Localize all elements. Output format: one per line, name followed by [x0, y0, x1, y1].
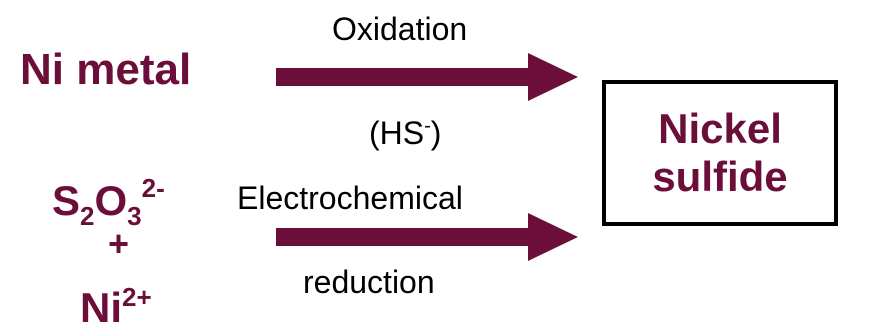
electrochemical-label: Electrochemical [237, 180, 463, 216]
product-line-2: sulfide [652, 153, 788, 200]
product-label: Nickel sulfide [606, 84, 834, 222]
oxidation-arrowhead [528, 53, 578, 101]
oxidation-label: Oxidation [332, 11, 468, 47]
hs-open: (HS [369, 115, 425, 151]
reduction-arrow [276, 213, 578, 261]
nickel-ion-formula: Ni2+ [80, 270, 152, 335]
reduction-arrowhead [528, 213, 578, 261]
hs-close: ) [430, 115, 442, 151]
sulfur-subscript: 2 [80, 201, 95, 231]
reduction-arrow-shaft [276, 228, 534, 246]
reduction-label: reduction [303, 264, 435, 300]
oxidation-arrow [276, 53, 578, 101]
oxygen-subscript: 3 [127, 201, 142, 231]
ni-metal-label: Ni metal [20, 45, 192, 94]
nickel-symbol: Ni [80, 284, 122, 331]
product-line-1: Nickel [658, 105, 782, 152]
product-box: Nickel sulfide [602, 80, 838, 226]
oxygen-symbol: O [94, 177, 128, 224]
sulfur-symbol: S [52, 177, 81, 224]
nickel-ion-charge: 2+ [122, 282, 152, 312]
thiosulfate-charge: 2- [141, 173, 165, 203]
thiosulfate-formula: S2O32- [52, 160, 165, 244]
arrows-layer [276, 53, 578, 261]
oxidation-arrow-shaft [276, 68, 534, 86]
hs-charge: - [424, 115, 431, 137]
hs-reagent-label: (HS-) [369, 107, 441, 152]
plus-sign: + [108, 223, 130, 264]
